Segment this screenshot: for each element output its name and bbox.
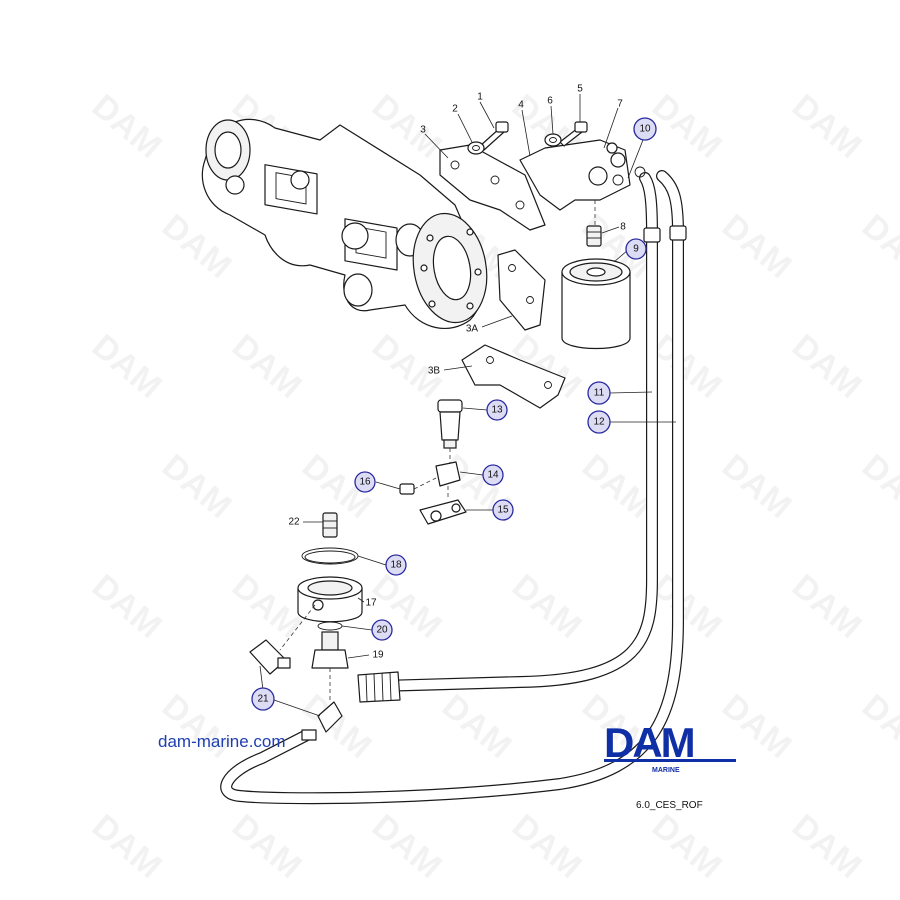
- callout-12: 12: [587, 410, 611, 434]
- svg-text:10: 10: [639, 124, 651, 135]
- label-8: 8: [620, 222, 626, 233]
- watermark-mark: DAM: [785, 807, 869, 886]
- watermark-mark: DAM: [85, 87, 169, 166]
- label-22: 22: [288, 517, 300, 528]
- site-url[interactable]: dam-marine.com: [158, 732, 286, 751]
- label-6: 6: [547, 96, 553, 107]
- label-1: 1: [477, 92, 483, 103]
- hose-assembly: [220, 170, 687, 805]
- callout-18: 18: [385, 554, 407, 576]
- watermark-mark: DAM: [85, 567, 169, 646]
- watermark-mark: DAM: [155, 207, 239, 286]
- callout-13: 13: [486, 399, 508, 421]
- svg-text:16: 16: [359, 477, 371, 488]
- watermark-mark: DAM: [435, 687, 519, 766]
- label-3b: 3B: [428, 366, 441, 377]
- callout-21: 21: [251, 687, 275, 711]
- oil-filter: [561, 225, 631, 350]
- sensor-group: [399, 399, 467, 525]
- svg-text:11: 11: [594, 388, 605, 399]
- bolts-washers: [467, 121, 646, 225]
- watermark-mark: DAM: [225, 807, 309, 886]
- watermark-mark: DAM: [85, 327, 169, 406]
- label-7: 7: [617, 99, 623, 110]
- label-17: 17: [365, 598, 377, 609]
- svg-text:15: 15: [497, 505, 509, 516]
- svg-text:13: 13: [491, 405, 503, 416]
- watermark-mark: DAM: [855, 207, 900, 286]
- watermark-mark: DAM: [855, 447, 900, 526]
- watermark-mark: DAM: [785, 327, 869, 406]
- label-4: 4: [518, 100, 524, 111]
- label-2: 2: [452, 104, 458, 115]
- watermark-mark: DAM: [715, 447, 799, 526]
- watermark-mark: DAM: [85, 807, 169, 886]
- watermark-mark: DAM: [505, 567, 589, 646]
- watermark-mark: DAM: [155, 447, 239, 526]
- label-3: 3: [420, 125, 426, 136]
- callout-10: 10: [633, 117, 657, 141]
- watermark-mark: DAM: [225, 327, 309, 406]
- svg-text:DAM: DAM: [604, 719, 694, 766]
- bracket-parts: [439, 139, 631, 409]
- svg-text:20: 20: [376, 625, 388, 636]
- diagram-ref-code: 6.0_CES_ROF: [636, 800, 703, 811]
- callout-9: 9: [625, 238, 647, 260]
- watermark-mark: DAM: [505, 807, 589, 886]
- dam-marine-logo: DAM MARINE: [604, 719, 736, 774]
- svg-text:21: 21: [257, 694, 269, 705]
- svg-text:MARINE: MARINE: [652, 767, 680, 774]
- watermark-mark: DAM: [785, 87, 869, 166]
- engine-block: [201, 118, 488, 329]
- callout-14: 14: [482, 464, 504, 486]
- watermark-mark: DAM: [365, 807, 449, 886]
- callout-11: 11: [587, 381, 611, 405]
- svg-text:14: 14: [487, 470, 499, 481]
- watermark-mark: DAM: [225, 567, 309, 646]
- watermark-mark: DAM: [715, 687, 799, 766]
- watermark-mark: DAM: [715, 207, 799, 286]
- watermark-mark: DAM: [645, 87, 729, 166]
- watermark-mark: DAM: [785, 567, 869, 646]
- watermark-mark: DAM: [155, 687, 239, 766]
- watermark-mark: DAM: [645, 807, 729, 886]
- remote-adapter: [249, 512, 363, 741]
- callout-20: 20: [371, 619, 393, 641]
- callouts: 9 10 11 12 13 14 15 16 18 20 21: [251, 117, 657, 711]
- callout-15: 15: [492, 499, 514, 521]
- callout-16: 16: [354, 471, 376, 493]
- svg-text:9: 9: [633, 244, 639, 255]
- label-3a: 3A: [466, 324, 479, 335]
- label-5: 5: [577, 84, 583, 95]
- watermark-mark: DAM: [855, 687, 900, 766]
- svg-text:18: 18: [390, 560, 402, 571]
- label-19: 19: [372, 650, 384, 661]
- leader-lines: [259, 94, 676, 717]
- plain-labels: 1 2 3 4 5 6 7 8 3A 3B 17 19 22: [288, 84, 626, 661]
- svg-text:12: 12: [593, 417, 605, 428]
